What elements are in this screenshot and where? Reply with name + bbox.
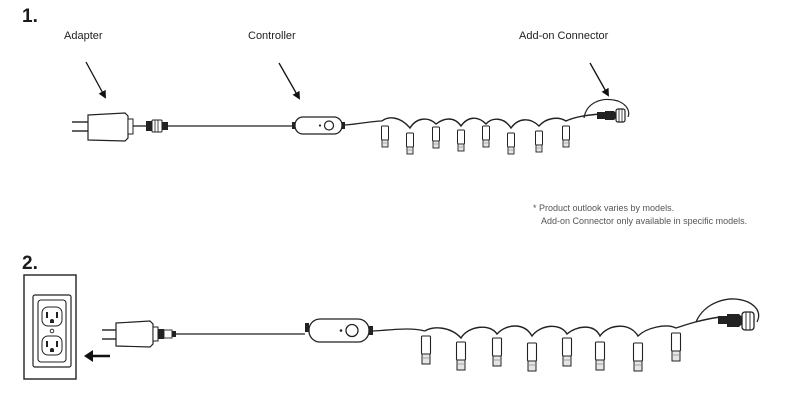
adapter-label: Adapter <box>64 30 103 42</box>
addon-connector-label: Add-on Connector <box>519 30 609 42</box>
step-number-2: 2. <box>22 253 38 274</box>
controller-icon <box>305 318 373 343</box>
controller-icon <box>292 116 345 135</box>
addon-connector-icon <box>583 98 630 123</box>
adapter-icon <box>72 112 146 142</box>
light-string-1 <box>381 113 601 155</box>
step-number-1: 1. <box>22 6 38 27</box>
addon-connector-pointer-arrow-icon <box>589 62 609 97</box>
addon-connector-icon <box>695 298 760 331</box>
wall-outlet-icon <box>23 274 77 380</box>
adapter-icon <box>102 320 159 348</box>
adapter-pointer-arrow-icon <box>85 61 106 99</box>
plug-connector-icon <box>146 119 168 133</box>
plug-direction-arrow-icon <box>84 350 110 362</box>
plug-connector-icon <box>158 329 176 339</box>
note-line-1: * Product outlook varies by models. <box>533 203 675 213</box>
controller-label: Controller <box>248 30 296 42</box>
note-line-2: Add-on Connector only available in speci… <box>541 216 748 226</box>
controller-pointer-arrow-icon <box>278 62 300 100</box>
light-string-2 <box>420 316 721 372</box>
